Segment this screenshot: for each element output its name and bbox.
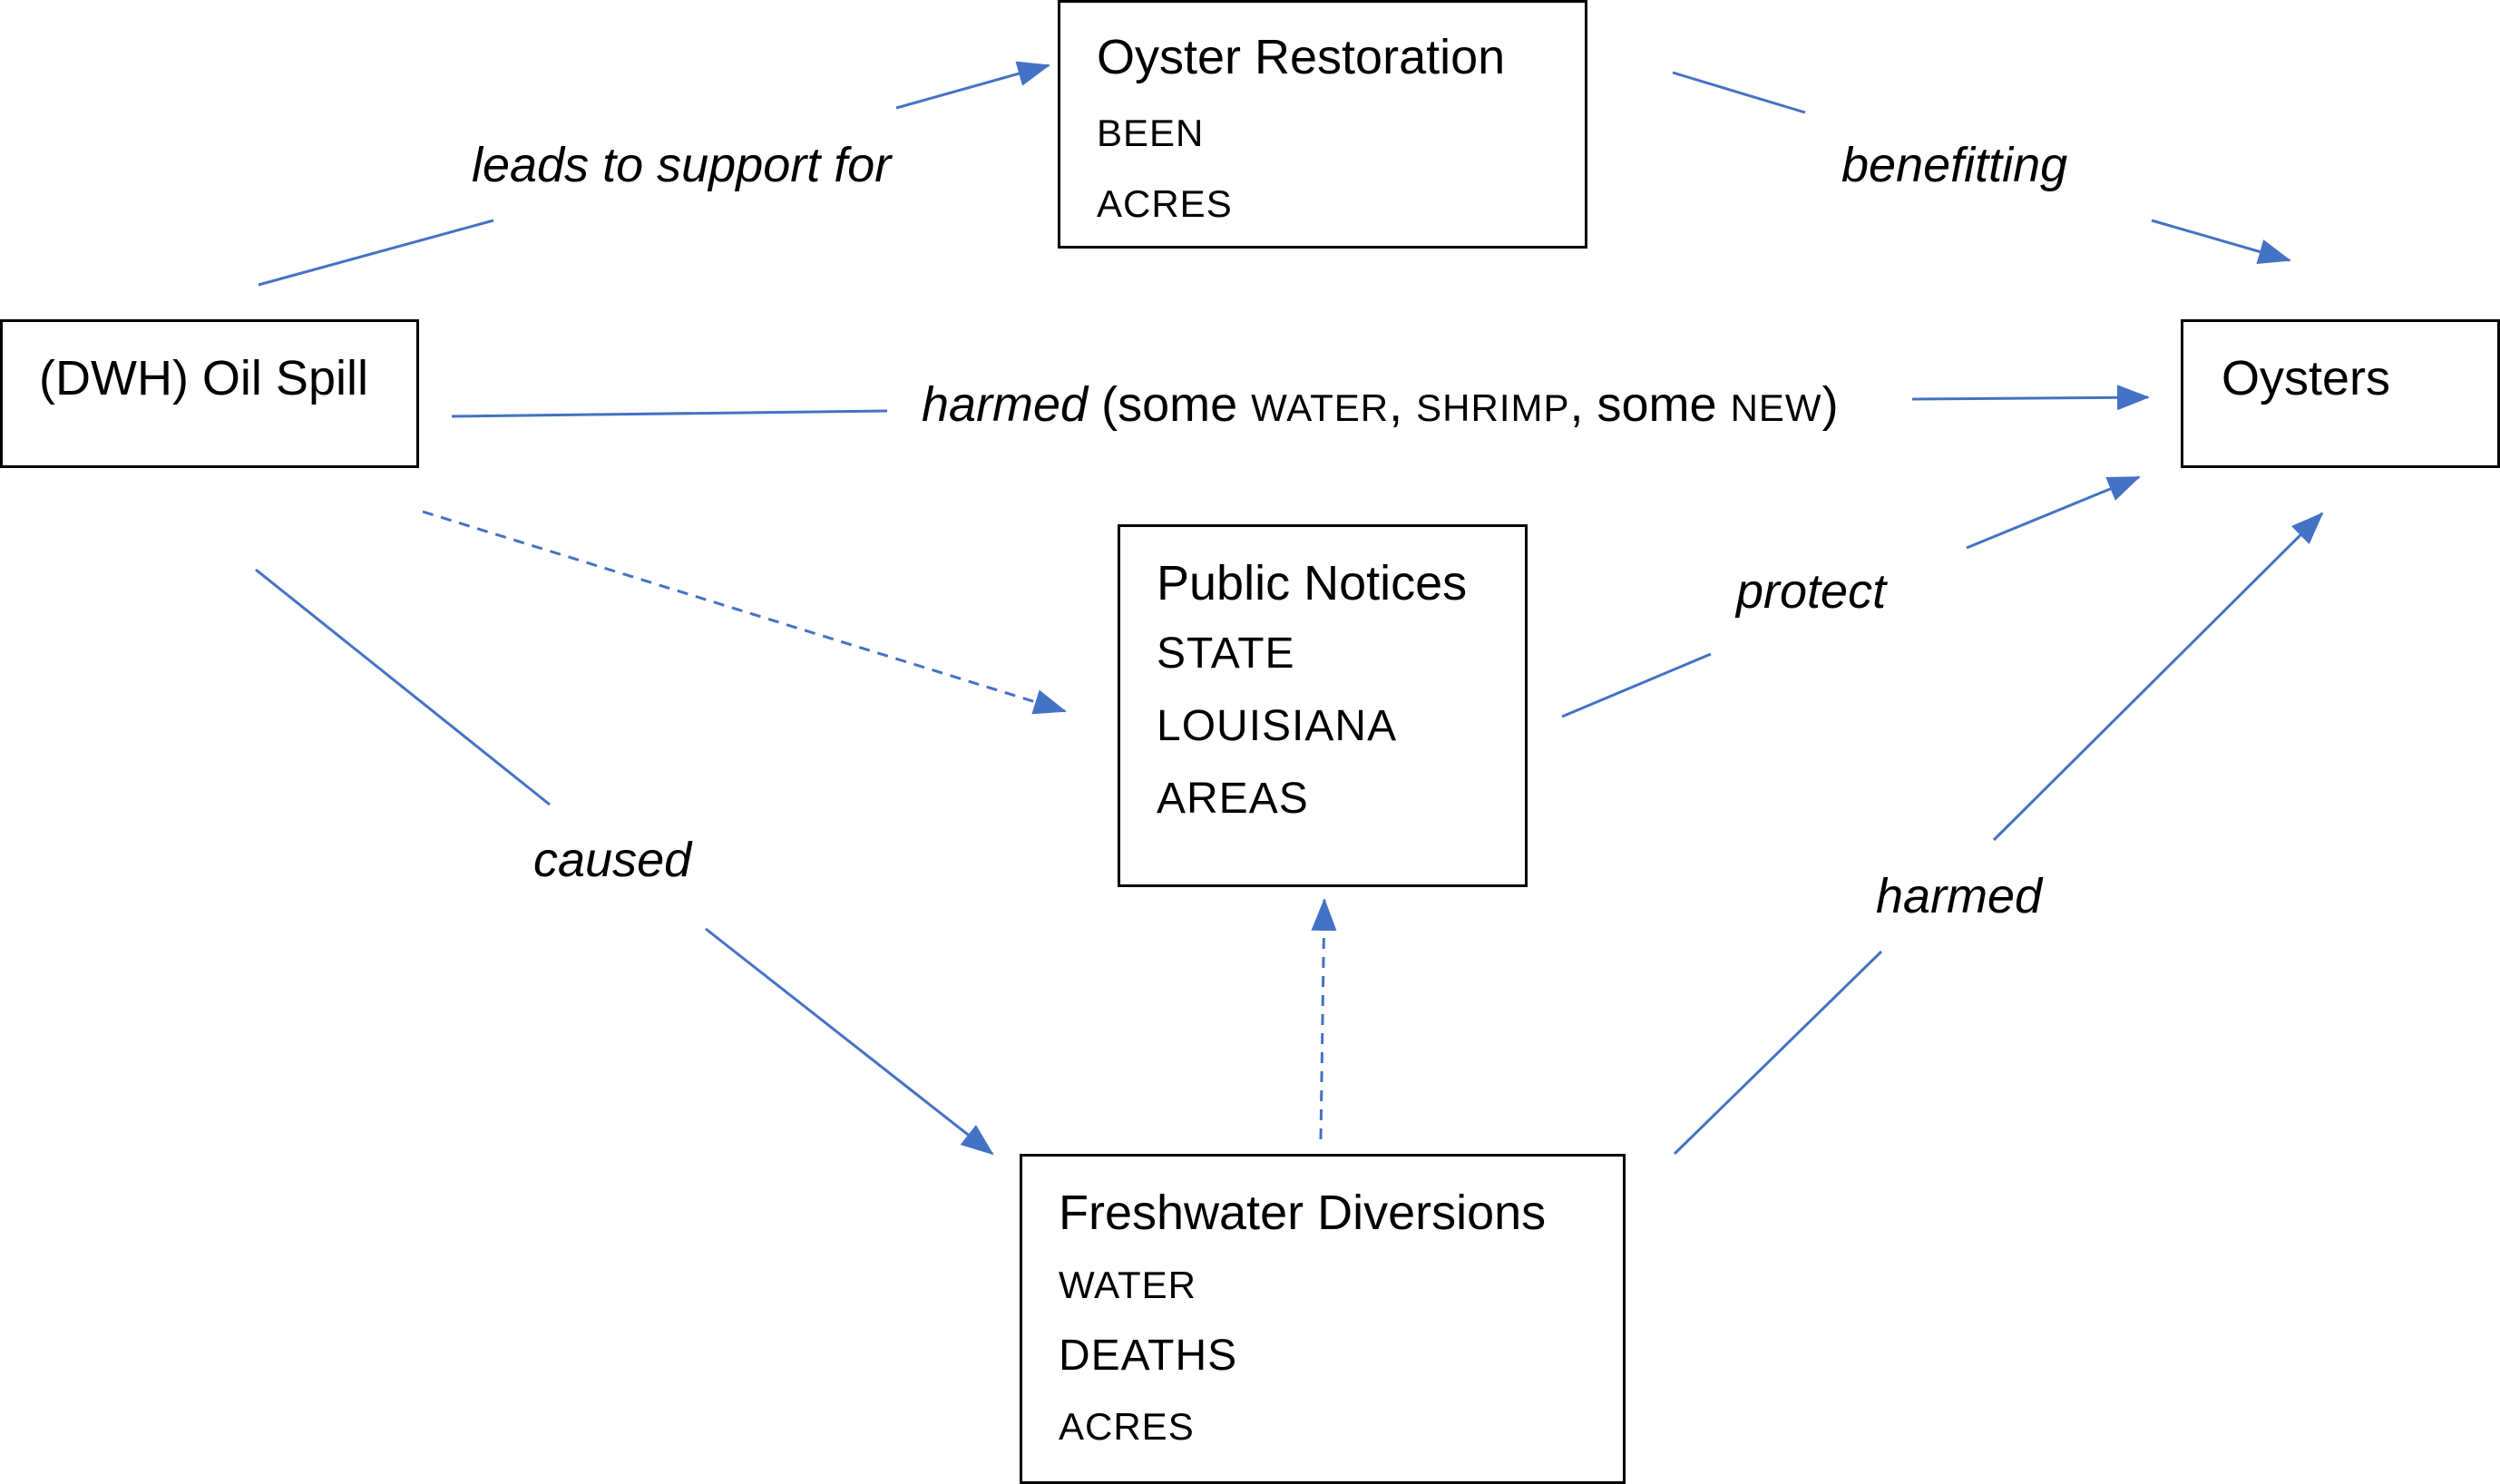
node-oyster-restoration-title: Oyster Restoration: [1097, 30, 1506, 84]
node-oil-spill-title: (DWH) Oil Spill: [39, 351, 368, 405]
edge-spill-to-restoration-b: [895, 61, 1050, 110]
node-oyster-restoration-line-2: ACRES: [1097, 182, 1233, 225]
edge-notices-to-oysters-b: [1966, 475, 2141, 550]
edge-label-leads-to-support: leads to support for: [472, 138, 892, 192]
node-freshwater-diversions-line-1: WATER: [1059, 1264, 1196, 1306]
edge-label-harmed-main-sep2: , some: [1569, 377, 1731, 432]
node-freshwater-diversions-title: Freshwater Diversions: [1059, 1186, 1547, 1240]
edge-label-harmed-main-verb: harmed: [922, 377, 1089, 432]
node-freshwater-diversions-line-3: ACRES: [1059, 1405, 1195, 1448]
node-oysters: Oysters: [2181, 319, 2500, 468]
edge-diversions-to-oysters-a: [1673, 950, 1883, 1156]
node-oyster-restoration-line-1: BEEN: [1097, 112, 1205, 154]
edge-spill-to-restoration-a: [258, 219, 494, 287]
edge-label-harmed-main-item2: SHRIMP: [1416, 386, 1570, 429]
node-public-notices: Public Notices STATE LOUISIANA AREAS: [1118, 524, 1528, 887]
node-public-notices-line-1: STATE: [1157, 630, 1295, 678]
edge-label-caused: caused: [533, 833, 692, 887]
node-public-notices-title: Public Notices: [1157, 556, 1468, 610]
edge-label-protect: protect: [1736, 564, 1887, 619]
edge-spill-to-oysters-b: [1911, 385, 2150, 411]
edge-label-harmed-main-close: ): [1821, 377, 1839, 432]
edge-label-harmed-main-item3: NEW: [1730, 386, 1822, 429]
node-public-notices-line-3: AREAS: [1157, 775, 1309, 823]
edge-spill-to-notices-dashed: [422, 510, 1067, 715]
edge-label-harmed-main-item1: WATER: [1251, 386, 1390, 429]
edge-spill-to-diversions-a: [255, 568, 551, 806]
edge-label-harmed-lower: harmed: [1876, 869, 2043, 923]
edge-restoration-to-oysters-b: [2151, 219, 2291, 264]
node-freshwater-diversions: Freshwater Diversions WATER DEATHS ACRES: [1020, 1154, 1626, 1484]
edge-diversions-to-oysters-b: [1992, 512, 2324, 842]
edge-spill-to-oysters-a: [451, 409, 888, 418]
node-oyster-restoration: Oyster Restoration BEEN ACRES: [1058, 0, 1587, 249]
edge-label-harmed-main-open: (some: [1088, 377, 1252, 432]
edge-label-harmed-main: harmed (some WATER, SHRIMP, some NEW): [922, 376, 1839, 437]
edge-diversions-to-notices-dashed: [1311, 898, 1337, 1140]
edge-notices-to-oysters-a: [1561, 652, 1712, 718]
node-oysters-title: Oysters: [2222, 351, 2391, 405]
edge-spill-to-diversions-b: [705, 927, 994, 1156]
edge-restoration-to-oysters-a: [1672, 71, 1806, 114]
edge-label-harmed-main-sep1: ,: [1389, 377, 1417, 432]
node-freshwater-diversions-line-2: DEATHS: [1059, 1332, 1238, 1380]
edge-label-benefitting: benefitting: [1841, 138, 2068, 192]
node-oil-spill: (DWH) Oil Spill: [0, 319, 419, 468]
node-public-notices-line-2: LOUISIANA: [1157, 702, 1398, 750]
